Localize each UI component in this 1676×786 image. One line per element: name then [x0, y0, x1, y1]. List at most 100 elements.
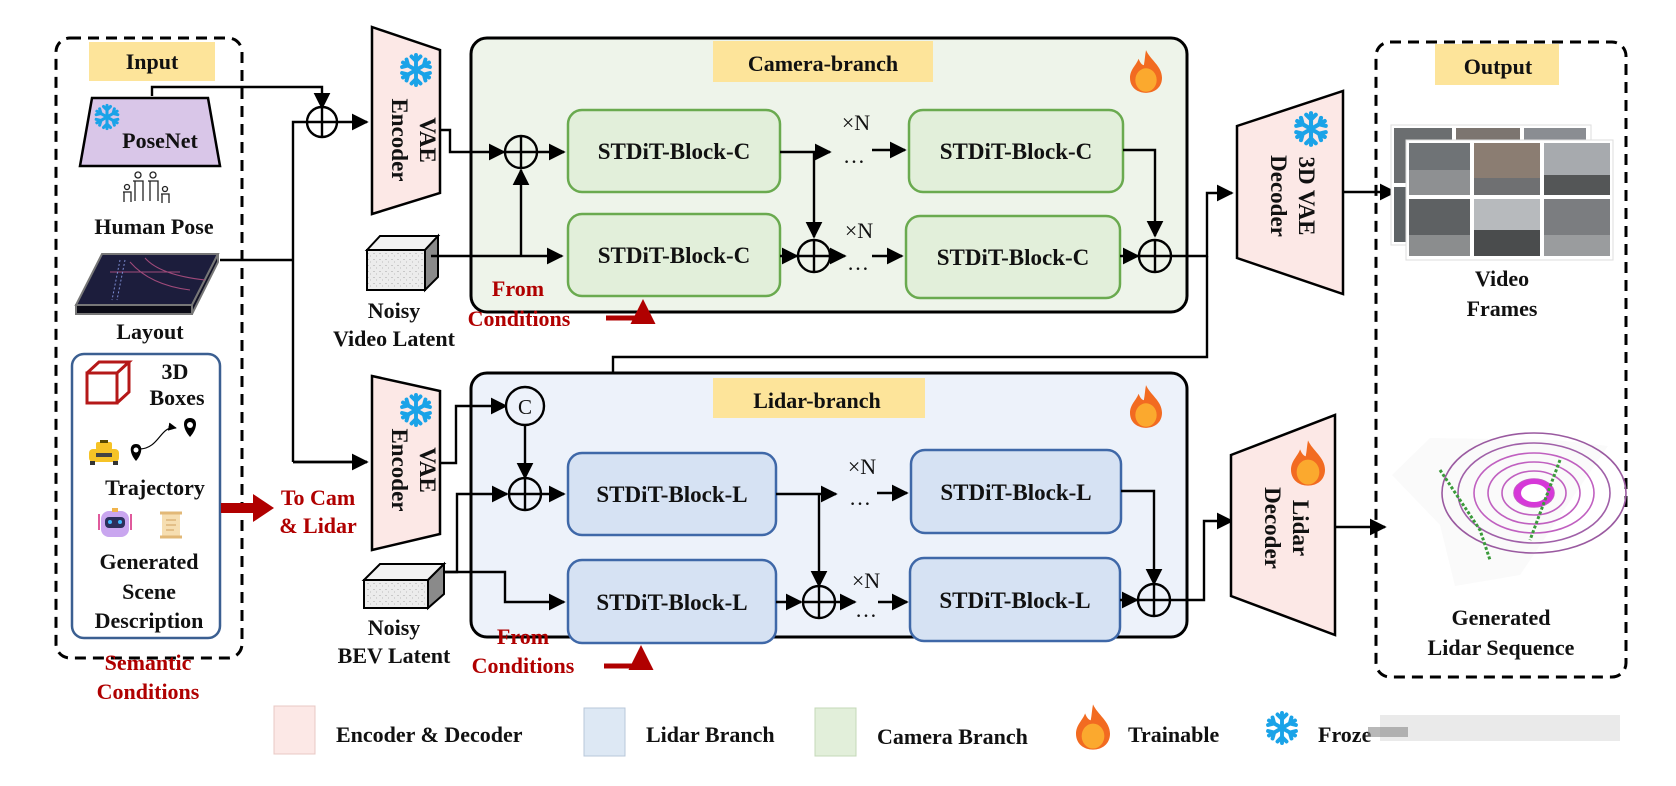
legend-label-codec: Encoder & Decoder — [336, 722, 523, 747]
stdit-block-l-1-label: STDiT-Block-L — [596, 482, 747, 507]
vae-encoder-label-1: VAE — [415, 117, 440, 163]
lidar-decoder-label-1: Lidar — [1288, 500, 1313, 556]
repeat-n-label-l2: ×N — [852, 568, 880, 593]
from-conditions-label-l1: From — [497, 624, 549, 649]
semantic-conditions-label-2: Conditions — [97, 679, 200, 704]
from-conditions-label-c2: Conditions — [468, 306, 571, 331]
concat-node: C — [504, 385, 546, 427]
input-title-bg — [89, 42, 215, 81]
stdit-block-c-2-label: STDiT-Block-C — [598, 243, 751, 268]
legend-label-lidar: Lidar Branch — [646, 722, 775, 747]
noisy-bev-label-1: Noisy — [368, 615, 421, 640]
lidar-sequence-label-1: Generated — [1452, 605, 1551, 630]
stdit-block-l-3-label: STDiT-Block-L — [940, 480, 1091, 505]
stdit-block-l-2-label: STDiT-Block-L — [596, 590, 747, 615]
sum-node-camera-out — [1137, 238, 1173, 274]
ellipsis-l1: … — [849, 485, 871, 510]
semantic-conditions-box — [70, 352, 222, 640]
3d-box-icon — [85, 360, 133, 405]
input-panel: Input PoseNet Human Pose Layout — [54, 36, 244, 704]
from-conditions-arrow-camera — [606, 299, 656, 324]
trajectory-icon — [130, 418, 196, 461]
legend-label-camera: Camera Branch — [877, 724, 1028, 749]
from-conditions-label-l2: Conditions — [472, 653, 575, 678]
sum-node-camera-input — [503, 134, 539, 170]
camera-branch-title: Camera-branch — [748, 51, 898, 76]
ellipsis-c2: … — [847, 250, 869, 275]
sum-node-camera-mid — [796, 238, 832, 274]
trajectory-label: Trajectory — [105, 475, 205, 500]
layout-map-icon — [74, 253, 220, 315]
3d-vae-decoder-label-2: Decoder — [1266, 155, 1291, 237]
camera-branch: Camera-branch STDiT-Block-C STDiT-Block-… — [431, 36, 1189, 331]
stdit-block-c-3-label: STDiT-Block-C — [940, 139, 1093, 164]
repeat-n-label-c1: ×N — [842, 110, 870, 135]
layout-label: Layout — [116, 319, 184, 344]
lidar-branch-title: Lidar-branch — [753, 388, 881, 413]
posenet-block: PoseNet — [78, 96, 222, 168]
scene-label-1: Generated — [100, 549, 199, 574]
stdit-block-l-4-label: STDiT-Block-L — [939, 588, 1090, 613]
watermark-blur — [1380, 715, 1620, 741]
sum-node-pose-layout — [305, 105, 339, 139]
legend: Encoder & Decoder Lidar Branch Camera Br… — [273, 704, 1620, 757]
input-title: Input — [126, 49, 179, 74]
stdit-block-c-1-label: STDiT-Block-C — [598, 139, 751, 164]
lidar-point-cloud-image — [1392, 432, 1627, 586]
to-cam-lidar-arrow: To Cam & Lidar — [221, 485, 357, 538]
human-pose-label: Human Pose — [94, 214, 213, 239]
3d-boxes-label-2: Boxes — [150, 385, 205, 410]
lidar-branch: Lidar-branch C STDiT-Block-L STDiT-Block… — [440, 371, 1189, 678]
scene-label-3: Description — [95, 608, 204, 633]
legend-swatch-codec — [273, 705, 316, 755]
taxi-icon — [89, 440, 119, 465]
human-pose-icon — [123, 171, 170, 203]
vae-encoder-lidar-label-1: VAE — [415, 447, 440, 493]
output-panel: Output Video Frames — [1374, 40, 1628, 679]
ellipsis-l2: … — [855, 597, 877, 622]
noisy-video-latent-cube — [364, 233, 441, 293]
legend-swatch-lidar — [583, 707, 626, 757]
sum-node-lidar-out — [1136, 582, 1172, 618]
vae-encoder-label-2: Encoder — [387, 98, 412, 181]
sum-node-lidar-input — [507, 476, 543, 512]
video-frames-image — [1390, 124, 1614, 261]
noisy-bev-label-2: BEV Latent — [338, 643, 451, 668]
noisy-video-label-2: Video Latent — [333, 326, 456, 351]
video-frames-label-1: Video — [1475, 266, 1529, 291]
repeat-n-label-l1: ×N — [848, 454, 876, 479]
3d-boxes-label-1: 3D — [162, 359, 189, 384]
concat-label: C — [518, 395, 532, 419]
lidar-decoder-label-2: Decoder — [1260, 487, 1285, 569]
repeat-n-label-c2: ×N — [845, 218, 873, 243]
noisy-bev-latent-cube — [361, 561, 447, 611]
legend-label-frozen: Froze — [1318, 722, 1372, 747]
from-conditions-label-c1: From — [492, 276, 544, 301]
lidar-decoder: Lidar Decoder — [1229, 413, 1337, 637]
lidar-sequence-label-2: Lidar Sequence — [1428, 635, 1575, 660]
to-lidar-label: & Lidar — [279, 513, 357, 538]
video-frames-label-2: Frames — [1467, 296, 1538, 321]
output-title: Output — [1464, 54, 1533, 79]
to-cam-label: To Cam — [281, 485, 355, 510]
3d-vae-decoder-label-1: 3D VAE — [1294, 156, 1319, 235]
scroll-icon — [160, 511, 182, 539]
flame-icon — [1076, 704, 1110, 750]
noisy-video-label-1: Noisy — [368, 298, 421, 323]
snowflake-icon — [1266, 711, 1298, 745]
vae-encoder-lidar-label-2: Encoder — [387, 428, 412, 511]
vae-encoder-camera: VAE Encoder — [370, 25, 442, 216]
semantic-conditions-label-1: Semantic — [105, 650, 192, 675]
legend-label-trainable: Trainable — [1128, 722, 1220, 747]
vae-encoder-lidar: VAE Encoder — [370, 374, 442, 552]
sum-node-lidar-mid — [801, 584, 837, 620]
robot-icon — [98, 508, 132, 537]
3d-vae-decoder: 3D VAE Decoder — [1235, 89, 1345, 296]
from-conditions-arrow-lidar — [604, 645, 654, 670]
scene-label-2: Scene — [122, 579, 176, 604]
stdit-block-c-4-label: STDiT-Block-C — [937, 245, 1090, 270]
legend-swatch-camera — [814, 707, 857, 757]
posenet-label: PoseNet — [122, 128, 198, 153]
ellipsis-c1: … — [843, 143, 865, 168]
